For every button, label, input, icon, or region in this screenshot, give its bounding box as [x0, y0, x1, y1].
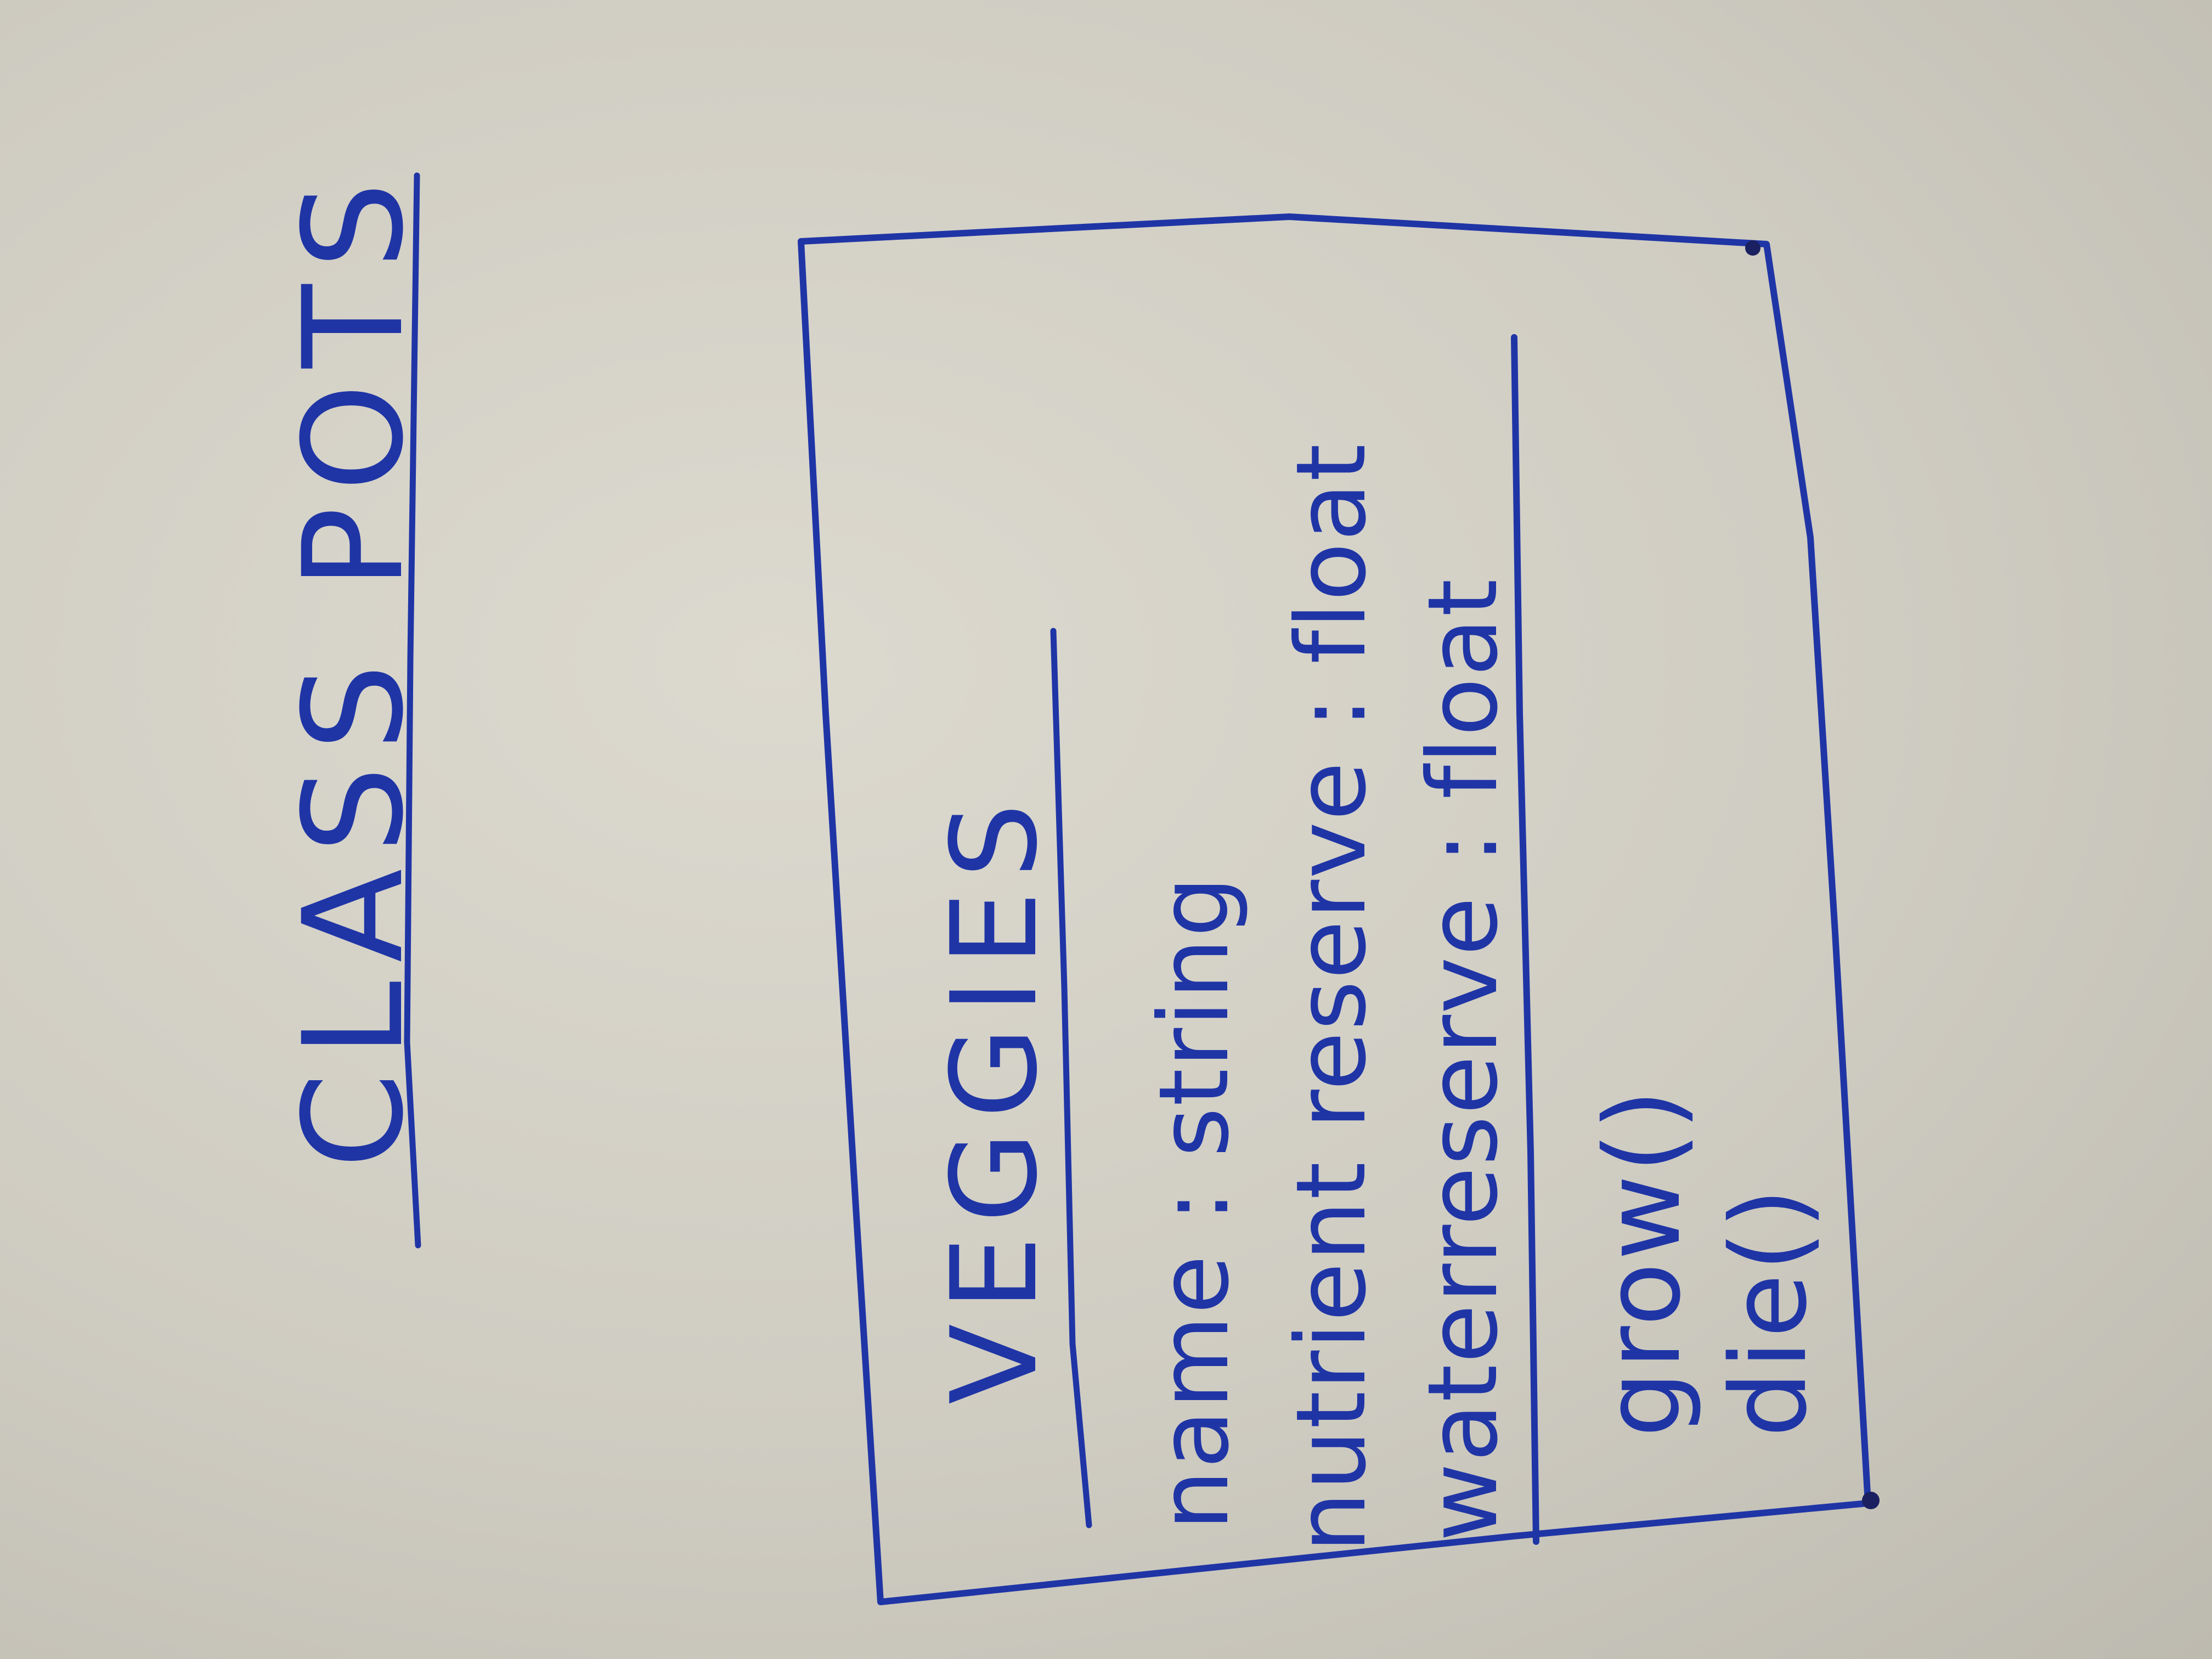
class-attribute: waterreserve : float	[1408, 578, 1519, 1542]
corner-blot	[1745, 240, 1760, 256]
class-name: VEGGIES	[926, 790, 1063, 1404]
title-underline	[404, 172, 421, 1249]
diagram-title: CLASS POTS	[274, 166, 433, 1169]
class-attribute: nutrient reserve : float	[1276, 443, 1387, 1553]
class-name-underline	[1050, 628, 1092, 1528]
class-attribute: name : string	[1139, 875, 1250, 1531]
class-method: grow()	[1582, 1087, 1703, 1437]
class-method: die()	[1708, 1186, 1830, 1437]
section-divider	[1511, 334, 1539, 1545]
corner-blot	[1862, 1492, 1880, 1509]
